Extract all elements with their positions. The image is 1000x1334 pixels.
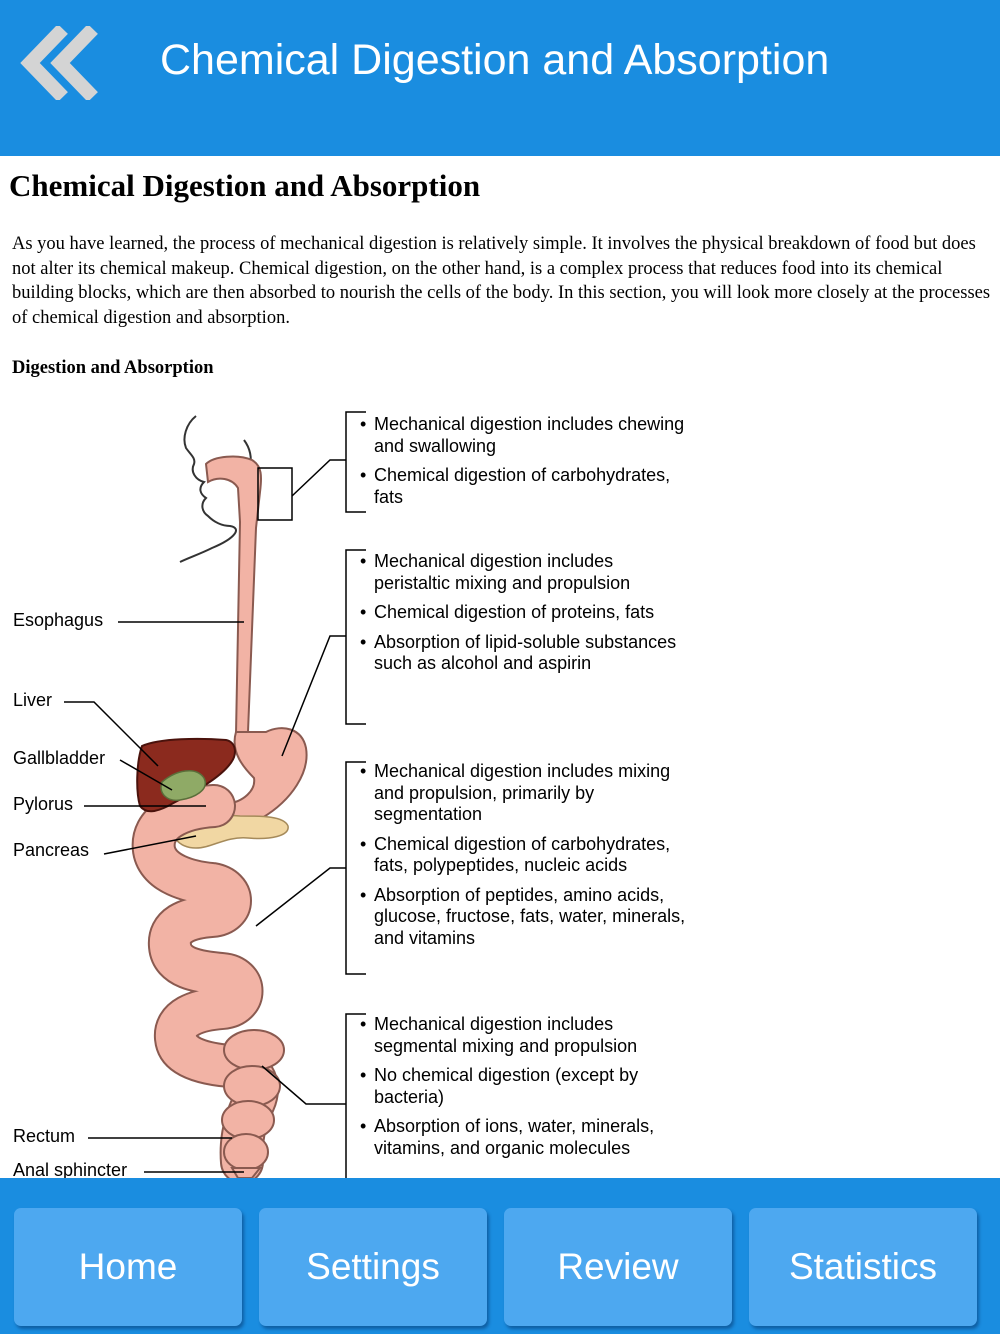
article-intro: As you have learned, the process of mech… xyxy=(12,234,991,329)
mouth-cavity xyxy=(204,455,262,736)
article-title: Chemical Digestion and Absorption xyxy=(9,168,481,203)
label-rectum: Rectum xyxy=(13,1126,76,1146)
page-title: Chemical Digestion and Absorption xyxy=(160,36,830,84)
label-esophagus: Esophagus xyxy=(13,610,104,630)
note-item: Absorption of lipid-soluble substances s… xyxy=(360,632,690,675)
statistics-button[interactable]: Statistics xyxy=(749,1208,977,1326)
note-item: Chemical digestion of proteins, fats xyxy=(360,602,690,624)
note-item: Mechanical digestion includes segmental … xyxy=(360,1014,690,1057)
note-item: Mechanical digestion includes mixing and… xyxy=(360,761,690,826)
note-item: Mechanical digestion includes chewing an… xyxy=(360,414,690,457)
note-item: Absorption of peptides, amino acids, glu… xyxy=(360,885,690,950)
digestive-tract-diagram xyxy=(64,411,366,1178)
face-profile xyxy=(179,415,237,563)
label-pancreas: Pancreas xyxy=(13,840,90,860)
digestive-system-figure: Esophagus Liver Gallbladder Pylorus Panc… xyxy=(0,402,1000,1178)
label-anal-sphincter: Anal sphincter xyxy=(13,1160,128,1178)
settings-button[interactable]: Settings xyxy=(259,1208,487,1326)
stomach-notes: Mechanical digestion includes peristalti… xyxy=(360,551,690,683)
note-item: Absorption of ions, water, minerals, vit… xyxy=(360,1116,690,1159)
note-item: Chemical digestion of carbohydrates, fat… xyxy=(360,834,690,877)
note-item: Mechanical digestion includes peristalti… xyxy=(360,551,690,594)
large-intestine xyxy=(221,1029,285,1178)
figure-title: Digestion and Absorption xyxy=(12,358,214,378)
home-button[interactable]: Home xyxy=(14,1208,242,1326)
note-item: Chemical digestion of carbohydrates, fat… xyxy=(360,465,690,508)
label-pylorus: Pylorus xyxy=(13,794,74,814)
note-item: No chemical digestion (except by bacteri… xyxy=(360,1065,690,1108)
label-liver: Liver xyxy=(13,690,53,710)
bottom-nav: Home Settings Review Statistics xyxy=(0,1178,1000,1334)
review-button[interactable]: Review xyxy=(504,1208,732,1326)
label-gallbladder: Gallbladder xyxy=(13,748,106,768)
double-chevron-left-icon xyxy=(20,24,98,102)
article-content[interactable]: Chemical Digestion and Absorption As you… xyxy=(0,156,1000,1178)
back-button[interactable] xyxy=(18,24,102,102)
small-intestine-notes: Mechanical digestion includes mixing and… xyxy=(360,761,690,957)
gallbladder xyxy=(160,770,207,802)
mouth-notes: Mechanical digestion includes chewing an… xyxy=(360,414,690,516)
header-bar: Chemical Digestion and Absorption xyxy=(0,0,1000,156)
large-intestine-notes: Mechanical digestion includes segmental … xyxy=(360,1014,690,1167)
